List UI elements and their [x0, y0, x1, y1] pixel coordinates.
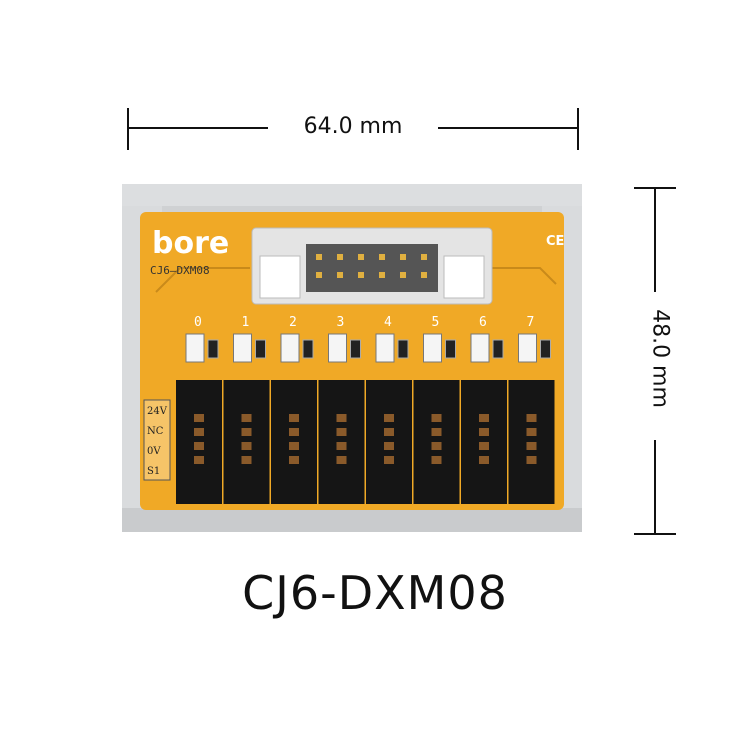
resistor [255, 339, 266, 359]
resistor [540, 339, 551, 359]
led-row [185, 333, 551, 363]
terminal-pin [194, 456, 204, 464]
header-pin [379, 254, 385, 260]
ce-mark: CE [546, 234, 564, 249]
terminal-pin [194, 428, 204, 436]
resistor [397, 339, 409, 359]
terminal-pin [431, 456, 442, 464]
channel-number: 0 [194, 315, 202, 330]
header-pin [337, 254, 343, 260]
header-pin [358, 254, 364, 260]
terminal-pin [479, 414, 489, 422]
terminal-pin [289, 442, 299, 450]
terminal-pin [289, 456, 299, 464]
terminal-pin [479, 442, 489, 450]
channel-number: 4 [384, 315, 392, 330]
led-indicator [470, 333, 490, 363]
width-dimension-label: 64.0 mm [303, 114, 403, 139]
terminal-pin [289, 414, 299, 422]
header-pin [358, 272, 364, 278]
terminal-pin [336, 456, 347, 464]
width-dimension [127, 108, 579, 150]
terminal-pin [241, 428, 252, 436]
channel-number: 6 [479, 315, 487, 330]
channel-number: 5 [432, 315, 440, 330]
side-label: 24V [147, 406, 168, 417]
resistor [302, 339, 314, 359]
terminal-pin [526, 456, 537, 464]
terminal-pin [431, 442, 442, 450]
resistor [350, 339, 361, 359]
terminal-pin [384, 414, 394, 422]
channel-number: 7 [527, 315, 535, 330]
terminal-pin [384, 456, 394, 464]
terminal-pin [431, 414, 442, 422]
terminal-pin [526, 428, 537, 436]
terminal-pin [289, 428, 299, 436]
led-indicator [328, 333, 347, 363]
terminal-pin [241, 442, 252, 450]
terminal-pin [336, 428, 347, 436]
idc-header-connector [251, 227, 493, 305]
resistor [445, 339, 456, 359]
terminal-pin [194, 414, 204, 422]
terminal-pin [384, 442, 394, 450]
resistor [207, 339, 219, 359]
terminal-pin [336, 414, 347, 422]
side-labels: 24V NC 0V S1 [147, 406, 168, 477]
terminal-pin [194, 442, 204, 450]
brand-logo: bore [152, 226, 229, 261]
header-pin [400, 254, 406, 260]
terminal-connectors [176, 380, 555, 504]
side-label: NC [147, 426, 164, 437]
terminal-pin [384, 428, 394, 436]
resistor [492, 339, 504, 359]
header-pins [316, 254, 427, 278]
led-indicator [518, 333, 537, 363]
model-silkscreen: CJ6—DXM08 [150, 264, 210, 277]
led-indicator [375, 333, 395, 363]
led-indicator [233, 333, 252, 363]
header-pin [316, 254, 322, 260]
height-dimension-label: 48.0 mm [647, 309, 673, 408]
terminal-pin [336, 442, 347, 450]
header-pin [421, 254, 427, 260]
header-pin [337, 272, 343, 278]
side-label: 0V [147, 446, 161, 457]
terminal-pin [431, 428, 442, 436]
terminal-pin [241, 456, 252, 464]
header-pin [316, 272, 322, 278]
channel-number: 2 [289, 315, 297, 330]
header-pin [400, 272, 406, 278]
terminal-pin [526, 414, 537, 422]
terminal-pin [479, 428, 489, 436]
led-indicator [185, 333, 205, 363]
side-label-box [143, 399, 171, 481]
led-indicator [423, 333, 442, 363]
terminal-pin [526, 442, 537, 450]
channel-number: 3 [337, 315, 345, 330]
height-dimension [634, 187, 676, 535]
side-label: S1 [147, 466, 160, 477]
channel-number: 1 [242, 315, 250, 330]
led-indicator [280, 333, 300, 363]
terminal-pin [241, 414, 252, 422]
header-pin [421, 272, 427, 278]
header-pin [379, 272, 385, 278]
terminal-pin [479, 456, 489, 464]
channel-numbers: 0 1 2 3 4 5 6 7 [194, 315, 534, 330]
product-title: CJ6-DXM08 [242, 566, 508, 620]
